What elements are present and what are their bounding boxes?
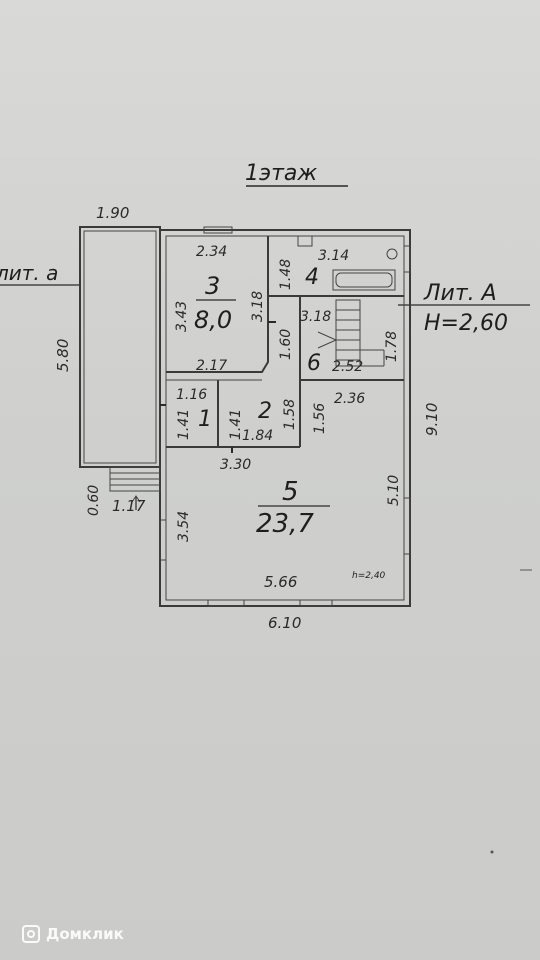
dim-veranda-height: 5.80 xyxy=(54,339,72,372)
veranda-inner xyxy=(83,230,157,464)
watermark-text: Домклик xyxy=(46,925,124,943)
room-5-number: 5 xyxy=(282,477,299,507)
room3-partition xyxy=(166,236,269,373)
house-inner-wall xyxy=(165,235,405,601)
dim-steps-width: 1.17 xyxy=(112,497,146,515)
dim-room3-width: 2.34 xyxy=(196,244,227,260)
dim-corridor-width: 2.36 xyxy=(334,391,365,407)
dim-room6-width: 2.52 xyxy=(332,359,363,375)
lit-right-label: Лит. А xyxy=(423,281,497,306)
floor-title: 1этаж xyxy=(245,161,317,186)
dim-corridor-height: 1.56 xyxy=(312,403,328,434)
windows xyxy=(159,226,411,607)
paper-speck xyxy=(490,850,494,854)
room-2-number: 2 xyxy=(258,399,272,424)
room-1-number: 1 xyxy=(198,407,212,432)
dim-steps-height: 0.60 xyxy=(86,485,102,516)
dim-room3-bottom: 2.17 xyxy=(196,358,227,374)
room-height-note: h=2,40 xyxy=(352,571,386,581)
staircase xyxy=(317,299,385,367)
height-label: H=2,60 xyxy=(424,311,508,336)
room-5-area: 23,7 xyxy=(256,509,314,539)
room-3-area: 8,0 xyxy=(194,306,232,334)
dim-room5-top: 3.30 xyxy=(220,457,251,473)
dim-stair-width: 3.18 xyxy=(300,309,331,325)
dim-room2-width: 1.84 xyxy=(242,428,273,444)
bathtub-inner xyxy=(335,272,393,288)
bathtub xyxy=(332,269,396,291)
dim-room1-width: 1.16 xyxy=(176,387,207,403)
domclick-logo-icon xyxy=(22,925,40,943)
lit-left-label: лит. а xyxy=(0,261,58,285)
dim-room5-right: 5.10 xyxy=(386,475,402,506)
dim-stair-height: 1.78 xyxy=(384,331,400,362)
dim-room1-height-left: 1.41 xyxy=(176,409,192,440)
dim-veranda-width: 1.90 xyxy=(96,204,129,222)
dim-room3-height: 3.43 xyxy=(174,301,190,332)
dim-hall-height: 1.60 xyxy=(278,329,294,360)
room-4-number: 4 xyxy=(305,265,319,290)
dim-total-height: 9.10 xyxy=(423,403,441,436)
dim-total-width: 6.10 xyxy=(268,614,301,632)
room-3-number: 3 xyxy=(205,272,220,300)
dim-room3-right: 3.18 xyxy=(250,291,266,322)
dim-room4-height: 1.48 xyxy=(278,259,294,290)
house-outer-wall xyxy=(159,229,411,607)
dim-room2-height: 1.58 xyxy=(282,399,298,430)
veranda-outline xyxy=(79,226,161,468)
sink xyxy=(386,248,398,260)
dim-room5-left: 3.54 xyxy=(176,511,192,542)
dim-room4-width: 3.14 xyxy=(318,248,349,264)
watermark: Домклик xyxy=(22,921,124,947)
entrance-steps xyxy=(109,466,161,510)
dim-room1-height-right: 1.41 xyxy=(228,409,244,440)
dim-room5-width: 5.66 xyxy=(264,573,297,591)
toilet xyxy=(297,235,313,247)
room-6-number: 6 xyxy=(307,351,321,376)
